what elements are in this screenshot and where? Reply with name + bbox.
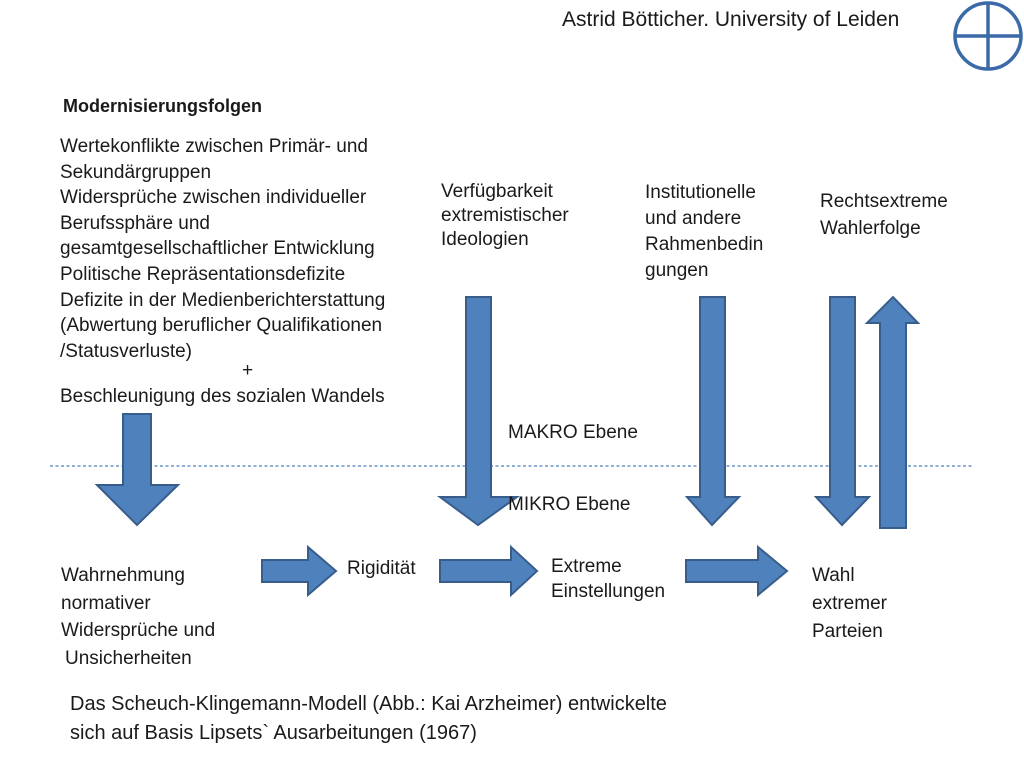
label-line: Rahmenbedin bbox=[645, 234, 764, 255]
label-line: extremer bbox=[812, 593, 887, 614]
label-line: Parteien bbox=[812, 621, 883, 642]
list-item: gesamtgesellschaftlicher Entwicklung bbox=[60, 238, 375, 260]
list-item: (Abwertung beruflicher Qualifikationen bbox=[60, 315, 383, 337]
caption: Das Scheuch-Klingemann-Modell (Abb.: Kai… bbox=[70, 690, 667, 748]
label-line: Extreme bbox=[551, 556, 622, 577]
list-item: Wertekonflikte zwischen Primär- und bbox=[60, 136, 368, 157]
label-line: Wahrnehmung bbox=[61, 565, 185, 586]
caption-line: Das Scheuch-Klingemann-Modell (Abb.: Kai… bbox=[70, 693, 667, 715]
arrow-down-ideologien bbox=[436, 296, 521, 527]
label-line: Widersprüche und bbox=[61, 620, 216, 641]
institutionelle-label: Institutionelle und andere Rahmenbedin g… bbox=[645, 180, 763, 284]
arrow-right-wahrnehmung bbox=[261, 544, 338, 598]
arrow-down-modernisierung bbox=[94, 413, 181, 527]
list-item: Widersprüche zwischen individueller bbox=[60, 187, 367, 209]
einstellungen-label: Extreme Einstellungen bbox=[551, 554, 665, 604]
wahlerfolge-label: Rechtsextreme Wahlerfolge bbox=[820, 188, 948, 242]
beschleunigung-label: Beschleunigung des sozialen Wandels bbox=[60, 386, 385, 407]
wahrnehmung-label: Wahrnehmung normativer Widersprüche und … bbox=[61, 562, 215, 672]
label-line: Unsicherheiten bbox=[65, 647, 192, 669]
modernisierung-list: Wertekonflikte zwischen Primär- und Seku… bbox=[60, 134, 385, 364]
list-item: Defizite in der Medienberichterstattung bbox=[60, 289, 386, 311]
label-line: Verfügbarkeit bbox=[441, 181, 553, 202]
circle-cross-logo-icon bbox=[953, 1, 1023, 71]
section-title: Modernisierungsfolgen bbox=[63, 96, 263, 116]
label-line: gungen bbox=[645, 260, 709, 281]
label-line: und andere bbox=[645, 208, 742, 229]
arrow-down-wahlerfolge bbox=[813, 296, 872, 527]
wahl-label: Wahl extremer Parteien bbox=[812, 562, 887, 646]
header-author: Astrid Bötticher. University of Leiden bbox=[562, 8, 900, 31]
list-item: Sekundärgruppen bbox=[60, 161, 212, 183]
arrow-right-einstellungen bbox=[685, 544, 789, 598]
label-line: normativer bbox=[61, 592, 151, 614]
arrow-up-wahl bbox=[864, 295, 921, 529]
caption-line: sich auf Basis Lipsets` Ausarbeitungen (… bbox=[70, 722, 477, 744]
label-line: Wahl bbox=[812, 565, 855, 586]
label-line: Wahlerfolge bbox=[820, 218, 921, 239]
arrow-right-rigiditaet bbox=[439, 544, 539, 598]
ideologien-label: Verfügbarkeit extremistischer Ideologien bbox=[441, 180, 569, 252]
label-line: Einstellungen bbox=[551, 581, 666, 602]
mikro-level-label: MIKRO Ebene bbox=[508, 494, 631, 515]
label-line: Rechtsextreme bbox=[820, 191, 948, 212]
list-item: /Statusverluste) bbox=[60, 340, 192, 362]
label-line: extremistischer bbox=[441, 205, 569, 226]
label-line: Institutionelle bbox=[645, 182, 756, 203]
list-item: Berufssphäre und bbox=[60, 212, 210, 234]
label-line: Ideologien bbox=[441, 229, 529, 250]
arrow-down-institutionelle bbox=[684, 296, 742, 527]
makro-level-label: MAKRO Ebene bbox=[508, 422, 638, 443]
rigiditaet-label: Rigidität bbox=[347, 558, 416, 579]
plus-sign: + bbox=[242, 360, 254, 381]
list-item: Politische Repräsentationsdefizite bbox=[60, 263, 346, 285]
